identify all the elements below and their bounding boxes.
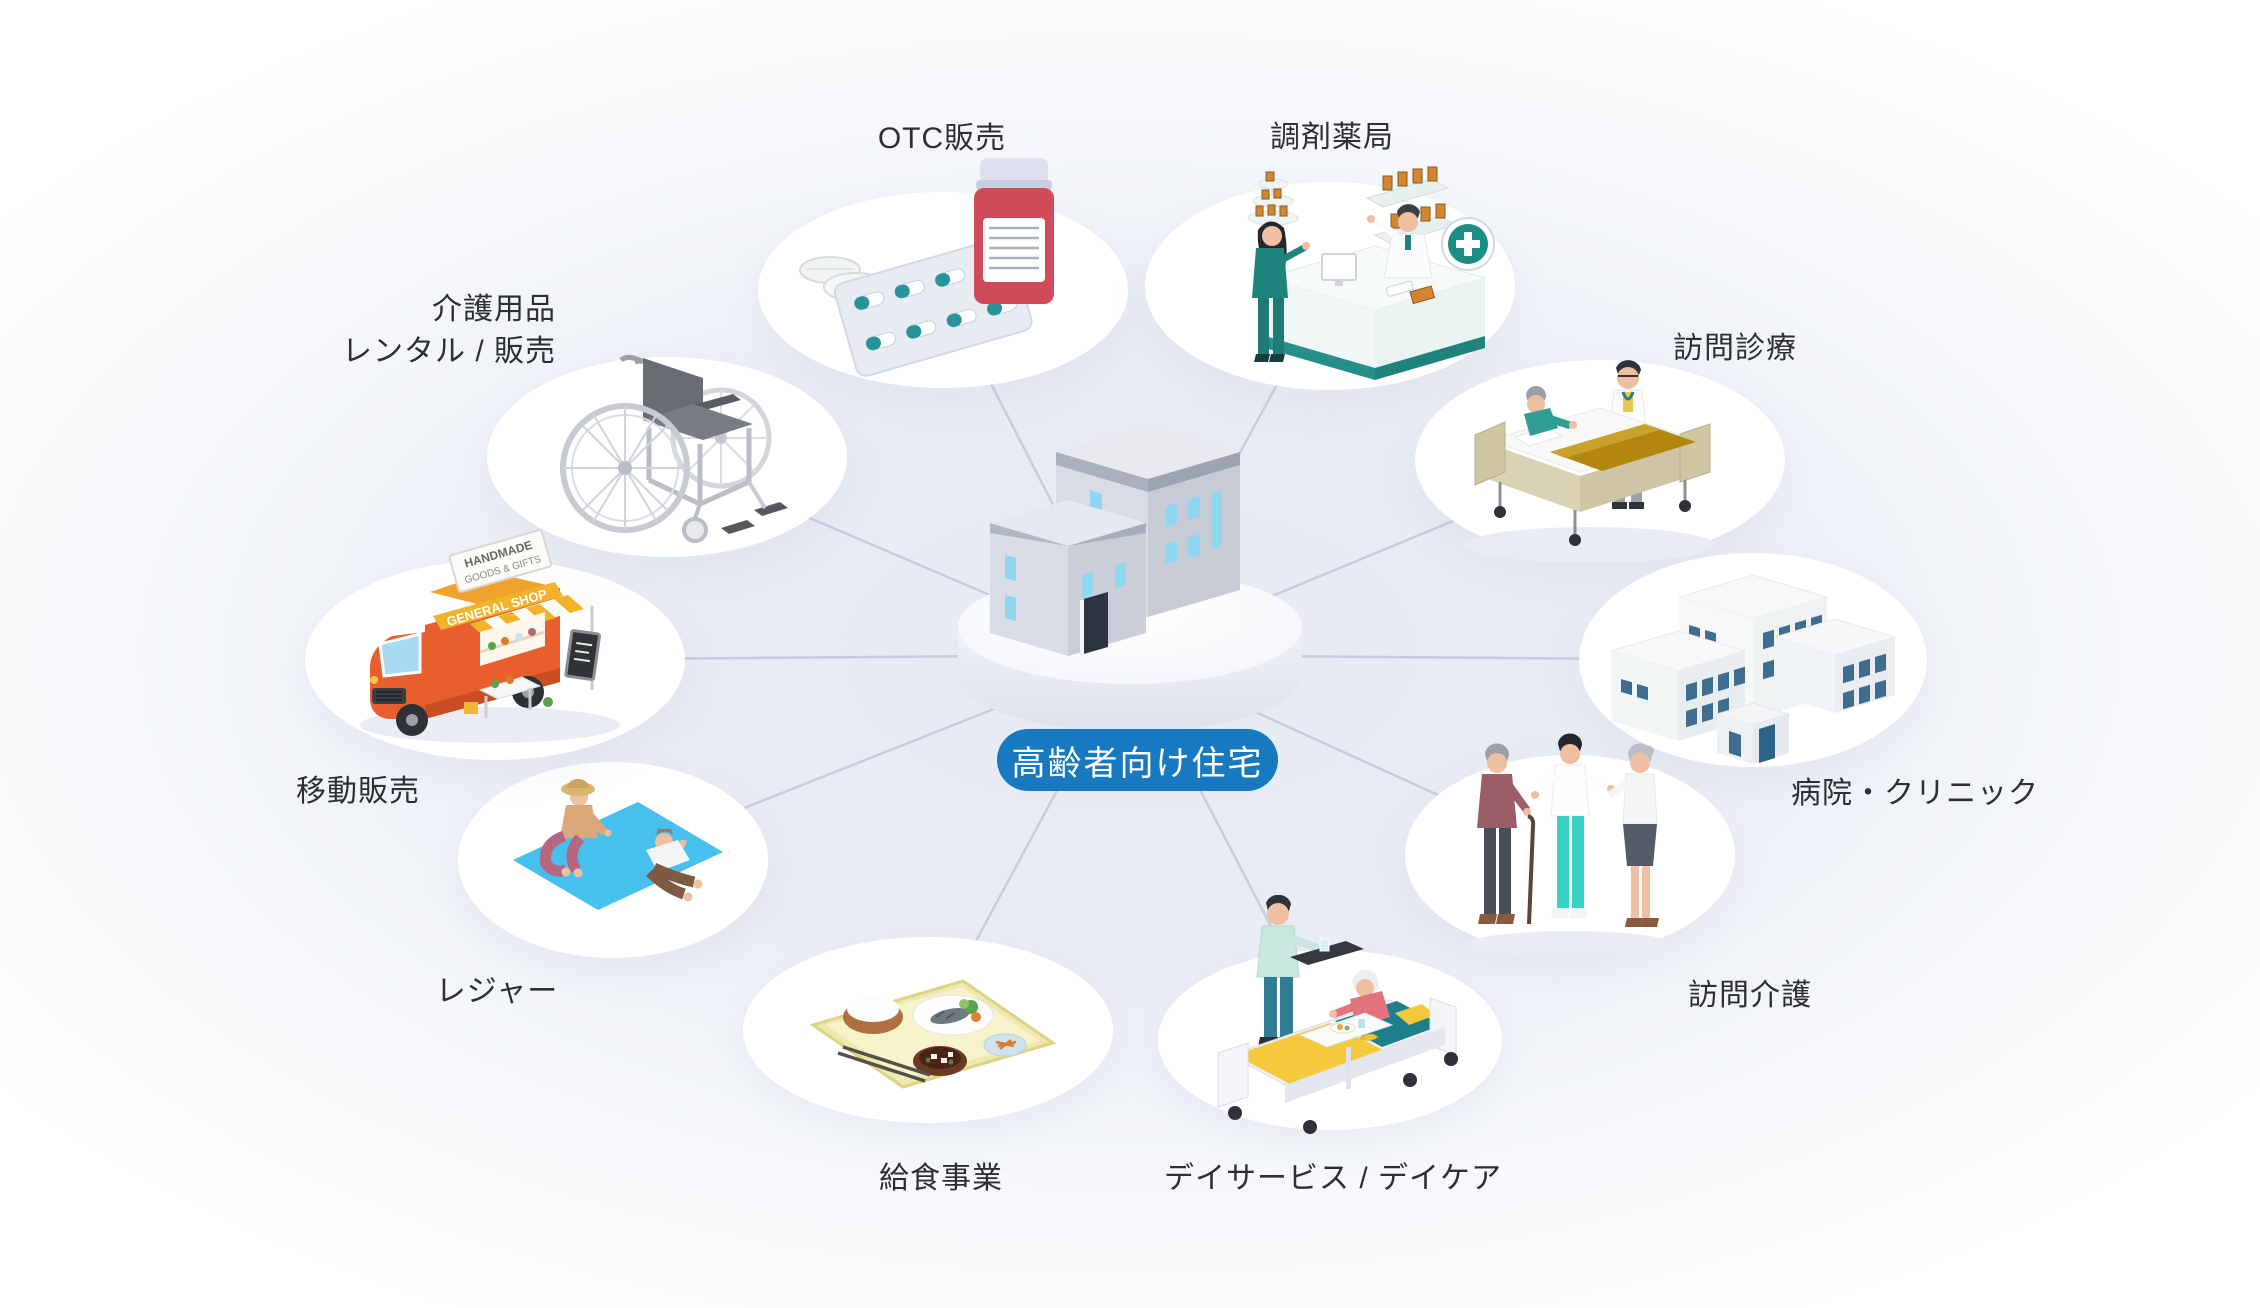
node-label-hospital: 病院・クリニック (1791, 777, 2039, 810)
food-truck-illustration: HANDMADE GOODS & GIFTS GENERAL SHOP (360, 529, 620, 743)
home-medical-illustration (1465, 360, 1715, 563)
home-care-illustration (1465, 733, 1675, 959)
center-building-illustration (958, 425, 1302, 732)
pharmacy-illustration (1247, 166, 1495, 380)
node-label-otc: OTC販売 (877, 122, 1007, 155)
day-service-illustration (1217, 895, 1458, 1134)
wheelchair-illustration (560, 354, 788, 543)
node-label-meal-service: 給食事業 (879, 1162, 1003, 1195)
center-label-pill: 高齢者向け住宅 (997, 729, 1278, 791)
meal-tray-illustration (809, 979, 1057, 1089)
node-label-mobile-sales: 移動販売 (296, 775, 420, 808)
node-label-care-goods: 介護用品 レンタル / 販売 (336, 289, 556, 373)
care-goods-label-line1: 介護用品 (432, 293, 556, 326)
node-label-day-service: デイサービス / デイケア (1163, 1162, 1503, 1195)
node-label-leisure: レジャー (435, 975, 559, 1008)
node-label-pharmacy: 調剤薬局 (1270, 121, 1394, 154)
otc-medicine-illustration (799, 158, 1054, 377)
node-label-home-care: 訪問介護 (1688, 979, 1812, 1012)
care-goods-label-line2: レンタル / 販売 (341, 335, 556, 368)
node-label-home-medical: 訪問診療 (1673, 332, 1797, 365)
leisure-illustration (513, 779, 723, 910)
hospital-clinic-illustration (1609, 574, 1897, 764)
